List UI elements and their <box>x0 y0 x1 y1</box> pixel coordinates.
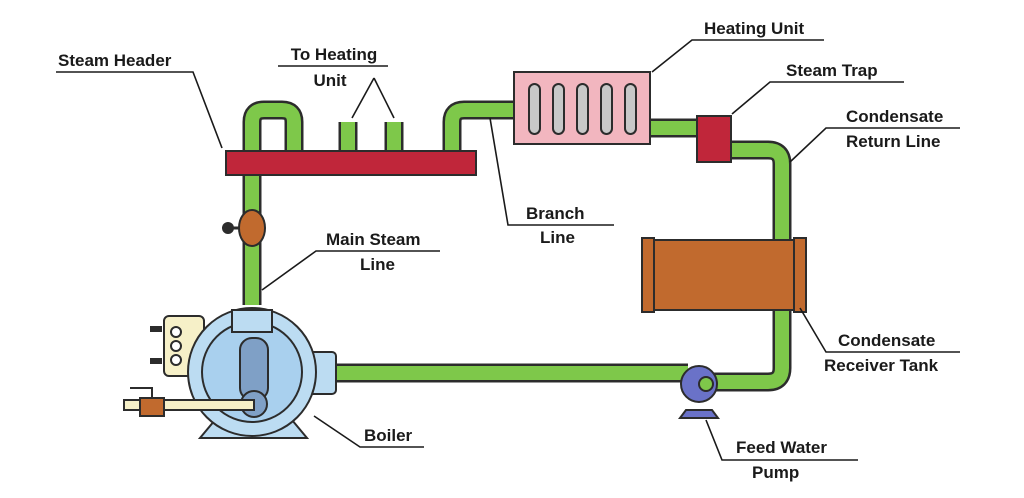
leader-lines <box>56 39 960 461</box>
pump-icon <box>678 365 720 419</box>
label-steam-trap: Steam Trap <box>786 61 878 80</box>
label-feed-water-1: Feed Water <box>736 438 827 457</box>
boiler-icon <box>123 307 337 439</box>
label-branch-line-2: Line <box>540 228 575 247</box>
label-branch-line-1: Branch <box>526 204 585 223</box>
label-heating-unit: Heating Unit <box>704 19 804 38</box>
steam-trap-icon <box>696 115 732 163</box>
label-condensate-return-1: Condensate <box>846 107 943 126</box>
label-receiver-1: Condensate <box>838 331 935 350</box>
heating-unit-icon <box>513 71 651 145</box>
label-main-steam-1: Main Steam <box>326 230 420 249</box>
valve-icon <box>222 209 266 247</box>
label-receiver-2: Receiver Tank <box>824 356 939 375</box>
receiver-tank-icon <box>641 237 807 313</box>
label-to-heating-unit-2: Unit <box>313 71 346 90</box>
label-feed-water-2: Pump <box>752 463 799 482</box>
label-to-heating-unit-1: To Heating <box>291 45 378 64</box>
label-condensate-return-2: Return Line <box>846 132 940 151</box>
tank-to-pump-pipe <box>712 310 792 392</box>
label-steam-header: Steam Header <box>58 51 172 70</box>
piping <box>242 100 792 392</box>
steam-header <box>225 150 477 176</box>
condensate-return-pipe <box>731 140 792 240</box>
labels: Steam Header To Heating Unit Heating Uni… <box>58 19 943 482</box>
label-boiler: Boiler <box>364 426 413 445</box>
label-main-steam-2: Line <box>360 255 395 274</box>
